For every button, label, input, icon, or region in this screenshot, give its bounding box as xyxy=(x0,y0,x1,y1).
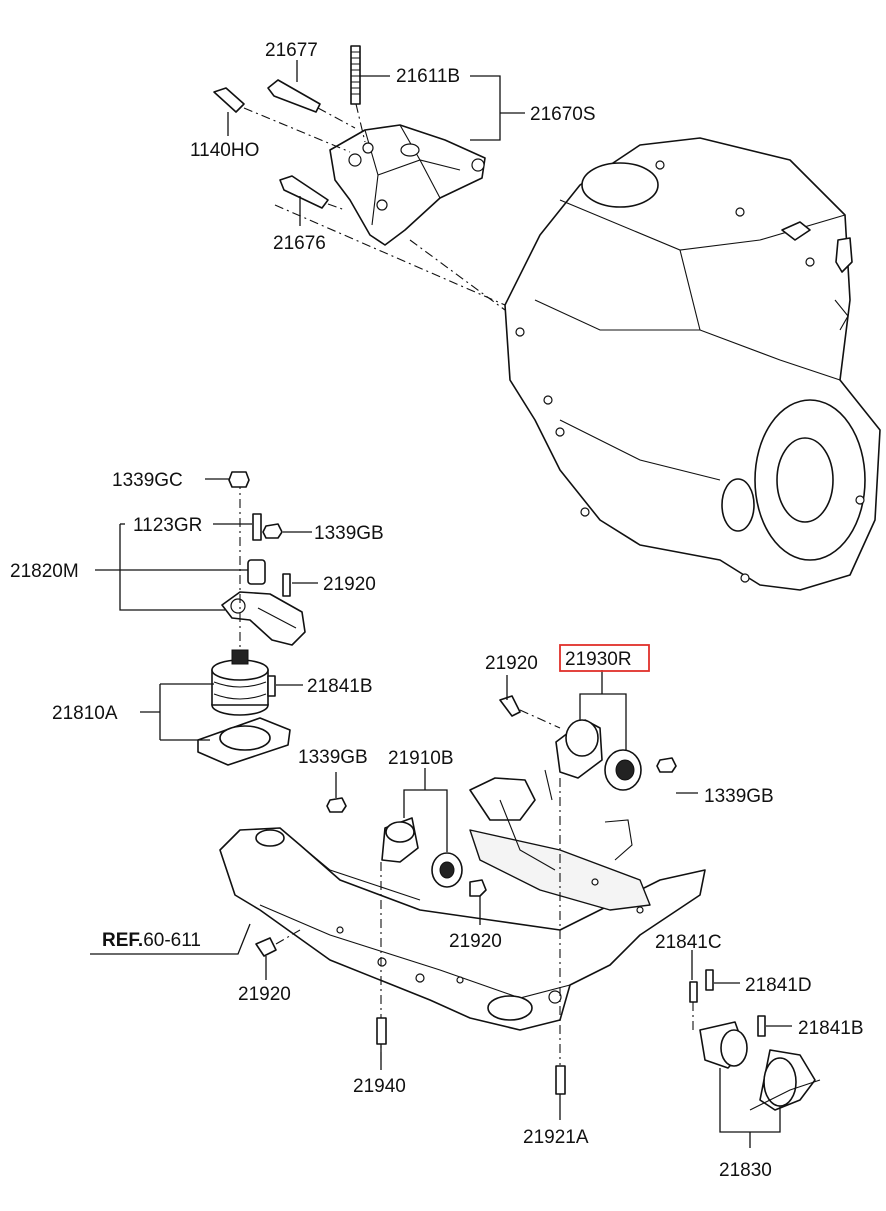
ref-label: REF.60-611 xyxy=(102,930,201,951)
bolt-21841b-left xyxy=(267,675,276,697)
label-21810a: 21810A xyxy=(52,703,118,724)
label-21920-left: 21920 xyxy=(238,984,291,1005)
left-mount-bracket xyxy=(221,480,306,700)
bolt-21920-lower-left xyxy=(255,929,301,957)
label-21921a: 21921A xyxy=(523,1127,589,1148)
engine-block xyxy=(504,137,881,591)
label-21841b-left: 21841B xyxy=(307,676,373,697)
label-21830: 21830 xyxy=(719,1160,772,1181)
label-1339gc: 1339GC xyxy=(112,470,183,491)
label-21820m: 21820M xyxy=(10,561,79,582)
label-21611b: 21611B xyxy=(396,66,460,87)
label-1339gb-lower: 1339GB xyxy=(298,747,368,768)
bolt-21940 xyxy=(376,1017,387,1045)
front-subframe xyxy=(219,769,706,1031)
bolt-21920-small xyxy=(282,573,291,597)
label-21677: 21677 xyxy=(265,40,318,61)
rear-mount-21830 xyxy=(699,1021,821,1111)
label-21670s: 21670S xyxy=(530,104,596,125)
label-21841b-right: 21841B xyxy=(798,1018,864,1039)
bushing-21930r xyxy=(499,695,677,1065)
insulator-21810a xyxy=(197,649,291,766)
label-21920-bushing: 21920 xyxy=(449,931,502,952)
bolt-21677 xyxy=(267,79,356,129)
label-21920-upper: 21920 xyxy=(323,574,376,595)
label-21676: 21676 xyxy=(273,233,326,254)
label-21841c: 21841C xyxy=(655,932,722,953)
label-1123gr: 1123GR xyxy=(133,515,202,536)
bolt-1123gr xyxy=(252,513,262,541)
label-21930r: 21930R xyxy=(565,649,632,670)
bolt-21676 xyxy=(279,175,346,211)
nut-1339gb-upper xyxy=(262,523,283,539)
stud-bolt xyxy=(350,45,366,143)
label-1339gb-right: 1339GB xyxy=(704,786,774,807)
bushing-21910b xyxy=(380,817,487,1060)
label-21940: 21940 xyxy=(353,1076,406,1097)
bolt-1140ho xyxy=(213,87,351,153)
label-21910b: 21910B xyxy=(388,748,454,769)
bolt-21921a xyxy=(555,1065,566,1095)
bolts-rear xyxy=(689,969,766,1037)
upper-engine-bracket xyxy=(329,124,486,246)
label-21841d: 21841D xyxy=(745,975,812,996)
label-1140ho: 1140HO xyxy=(190,140,259,161)
nut-1339gc xyxy=(228,471,250,488)
leader-lines xyxy=(90,60,792,1148)
nut-1339gb-lower-left xyxy=(326,797,347,813)
label-21920-mid: 21920 xyxy=(485,653,538,674)
label-1339gb-upper: 1339GB xyxy=(314,523,384,544)
highlight-box xyxy=(559,644,650,672)
